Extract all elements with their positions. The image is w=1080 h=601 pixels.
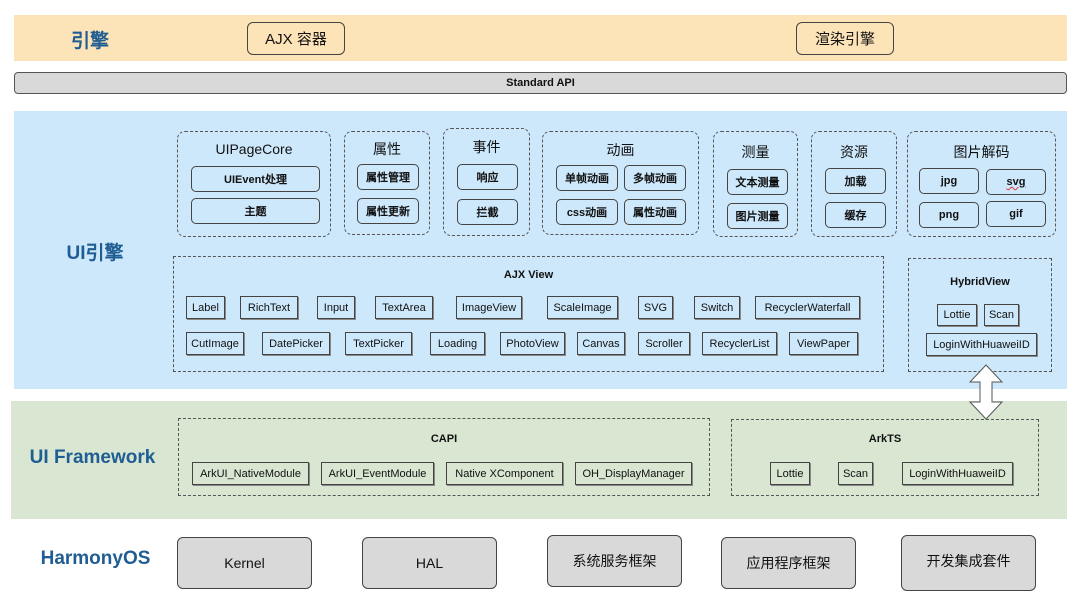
ui-framework-layer-title: UI Framework: [29, 447, 156, 468]
os-system-service-framework: 系统服务框架: [547, 535, 682, 587]
group-events: 事件 响应 拦截: [443, 128, 530, 236]
group-animation: 动画 单帧动画 多帧动画 css动画 属性动画: [542, 131, 699, 235]
arkts-lottie: Lottie: [770, 462, 810, 485]
group-title: CAPI: [430, 433, 458, 445]
group-title: 属性: [373, 141, 401, 157]
ajx-view-input: Input: [317, 296, 355, 319]
module-attr-manage: 属性管理: [357, 164, 419, 190]
hybrid-login-with-huawei-id: LoginWithHuaweiID: [926, 333, 1037, 356]
group-hybrid-view: HybridView Lottie Scan LoginWithHuaweiID: [908, 258, 1052, 372]
double-arrow-icon: [968, 364, 1004, 420]
group-title: 事件: [472, 139, 501, 155]
module-load: 加载: [825, 168, 886, 194]
os-dev-integration-kit: 开发集成套件: [901, 535, 1036, 591]
ajx-view-recyclerwaterfall: RecyclerWaterfall: [755, 296, 860, 319]
group-ajx-view: AJX View: [173, 256, 884, 372]
os-application-framework: 应用程序框架: [721, 537, 856, 589]
render-engine-box: 渲染引擎: [796, 22, 894, 55]
module-theme: 主题: [191, 198, 320, 224]
module-respond: 响应: [457, 164, 518, 190]
ajx-view-loading: Loading: [430, 332, 485, 355]
group-arkts: ArkTS Lottie Scan LoginWithHuaweiID: [731, 419, 1039, 496]
group-title: 测量: [741, 144, 770, 160]
group-title: 图片解码: [953, 144, 1010, 160]
module-gif: gif: [986, 201, 1046, 227]
engine-layer: [14, 15, 1067, 61]
ajx-view-photoview: PhotoView: [500, 332, 565, 355]
arkts-scan: Scan: [838, 462, 873, 485]
module-svg-label: svg: [1006, 176, 1026, 188]
group-capi: CAPI ArkUI_NativeModule ArkUI_EventModul…: [178, 418, 710, 496]
capi-oh-display-manager: OH_DisplayManager: [575, 462, 692, 485]
module-text-measure: 文本测量: [727, 169, 788, 195]
group-resources: 资源 加载 缓存: [811, 131, 897, 237]
hybrid-scan: Scan: [984, 304, 1019, 326]
os-hal: HAL: [362, 537, 497, 589]
arkts-login-with-huawei-id: LoginWithHuaweiID: [902, 462, 1013, 485]
os-kernel: Kernel: [177, 537, 312, 589]
group-image-decode: 图片解码 jpg svg png gif: [907, 131, 1056, 237]
capi-arkui-event-module: ArkUI_EventModule: [321, 462, 434, 485]
ajx-view-svg: SVG: [638, 296, 673, 319]
ajx-view-richtext: RichText: [240, 296, 298, 319]
module-css-anim: css动画: [556, 199, 618, 225]
standard-api-bar: Standard API: [14, 72, 1067, 94]
ui-engine-layer: [14, 111, 1067, 389]
module-uievent: UIEvent处理: [191, 166, 320, 192]
module-attr-anim: 属性动画: [624, 199, 686, 225]
ajx-view-imageview: ImageView: [456, 296, 522, 319]
capi-native-xcomponent: Native XComponent: [446, 462, 563, 485]
module-intercept: 拦截: [457, 199, 518, 225]
ajx-view-scaleimage: ScaleImage: [547, 296, 618, 319]
ajx-view-cutimage: CutImage: [186, 332, 244, 355]
module-multi-frame-anim: 多帧动画: [624, 165, 686, 191]
module-image-measure: 图片测量: [727, 203, 788, 229]
engine-layer-title: 引擎: [70, 31, 109, 52]
capi-arkui-native-module: ArkUI_NativeModule: [192, 462, 309, 485]
ajx-view-switch: Switch: [694, 296, 740, 319]
ajx-container-box: AJX 容器: [247, 22, 345, 55]
group-title: 资源: [840, 144, 868, 160]
module-svg: svg: [986, 169, 1046, 195]
ajx-view-recyclerlist: RecyclerList: [702, 332, 777, 355]
ui-framework-layer: [11, 401, 1067, 519]
module-png: png: [919, 202, 979, 228]
group-uipagecore: UIPageCore UIEvent处理 主题: [177, 131, 331, 237]
group-title: HybridView: [950, 276, 1010, 288]
ajx-view-canvas: Canvas: [577, 332, 625, 355]
harmonyos-layer-title: HarmonyOS: [40, 548, 151, 569]
group-attributes: 属性 属性管理 属性更新: [344, 131, 430, 235]
module-jpg: jpg: [919, 168, 979, 194]
module-cache: 缓存: [825, 202, 886, 228]
group-title: AJX View: [503, 269, 554, 281]
ui-engine-layer-title: UI引擎: [66, 243, 124, 264]
group-title: ArkTS: [868, 433, 902, 445]
module-attr-update: 属性更新: [357, 198, 419, 224]
ajx-view-textarea: TextArea: [375, 296, 433, 319]
hybrid-lottie: Lottie: [937, 304, 977, 326]
capi-native-xcomponent-label: Native XComponent: [455, 467, 554, 480]
group-measure: 测量 文本测量 图片测量: [713, 131, 798, 237]
ajx-view-viewpaper: ViewPaper: [789, 332, 858, 355]
ajx-view-textpicker: TextPicker: [345, 332, 412, 355]
ajx-view-scroller: Scroller: [638, 332, 690, 355]
group-title: UIPageCore: [215, 141, 293, 157]
module-single-frame-anim: 单帧动画: [556, 165, 618, 191]
group-title: 动画: [606, 142, 635, 158]
ajx-view-datepicker: DatePicker: [262, 332, 330, 355]
ajx-view-label: Label: [186, 296, 225, 319]
